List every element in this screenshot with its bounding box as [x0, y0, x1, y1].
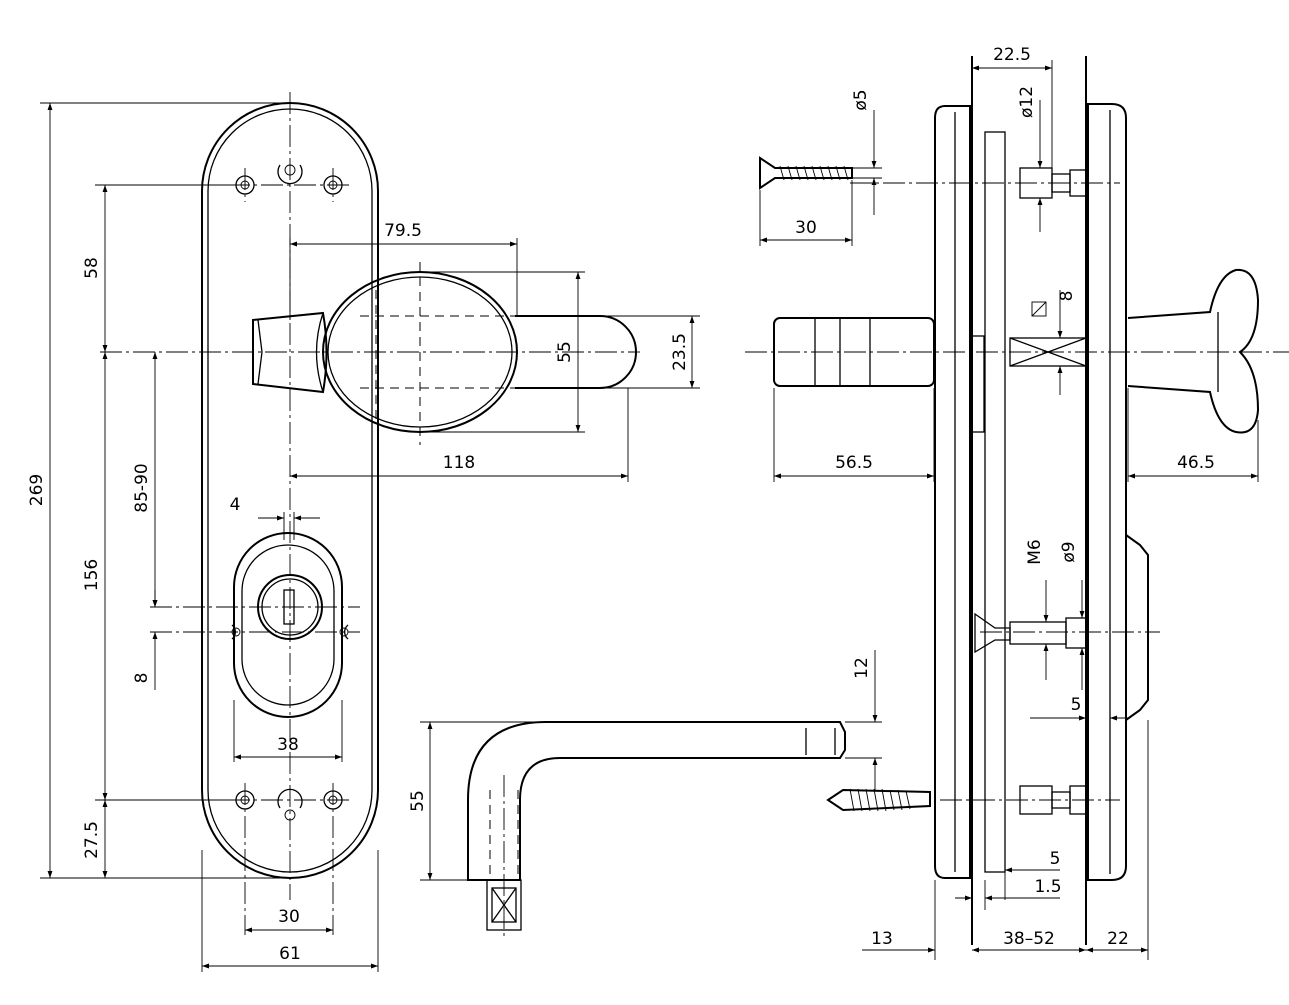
label-55-knob: 55	[555, 341, 575, 363]
label-m6: M6	[1025, 539, 1045, 564]
label-dia-9: ø9	[1059, 541, 1079, 562]
lever-handle	[467, 721, 846, 940]
dimension-lines-front	[40, 102, 700, 972]
label-85-90: 85-90	[132, 463, 152, 512]
label-56-5: 56.5	[835, 453, 873, 473]
knob-front-view	[252, 262, 637, 445]
label-27-5: 27.5	[82, 821, 102, 859]
dimension-lines-lever	[420, 650, 882, 881]
front-escutcheon-plate	[100, 92, 640, 900]
label-156: 156	[82, 559, 102, 591]
label-30-holes: 30	[278, 907, 300, 927]
label-118: 118	[443, 453, 475, 473]
label-5-insert: 5	[1050, 849, 1061, 869]
label-dia-5: ø5	[851, 89, 871, 110]
label-30-screw: 30	[795, 218, 817, 238]
label-5-bolt: 5	[1071, 695, 1082, 715]
side-view-assembly	[745, 56, 1289, 945]
label-8-cylinder: 8	[132, 673, 152, 684]
label-55-lever: 55	[408, 790, 428, 812]
dimension-labels-lever: 55 12	[408, 657, 872, 812]
label-dia-12: ø12	[1017, 86, 1037, 118]
label-38: 38	[277, 735, 299, 755]
label-22-5: 22.5	[993, 45, 1031, 65]
label-23-5: 23.5	[670, 333, 690, 371]
label-4: 4	[230, 495, 241, 515]
label-8-square: 8	[1057, 291, 1077, 302]
lower-screw-holes	[228, 783, 352, 935]
label-46-5: 46.5	[1177, 453, 1215, 473]
dimension-lines-side	[759, 60, 1259, 960]
dimension-labels-side: 22.5 ø12 ø5 30 8 56.5 46.5 M6 ø9 5 5 1.5…	[795, 45, 1215, 949]
label-38-52: 38–52	[1003, 929, 1055, 949]
label-58: 58	[82, 257, 102, 279]
label-269: 269	[27, 474, 47, 506]
label-61: 61	[279, 944, 301, 964]
label-79-5: 79.5	[384, 221, 422, 241]
label-22: 22	[1107, 929, 1129, 949]
label-12: 12	[852, 657, 872, 679]
label-1-5: 1.5	[1034, 877, 1061, 897]
dimension-labels-front: 269 58 156 27.5 85-90 8 4 38 30 61 79.5 …	[27, 221, 690, 964]
wood-screws	[759, 156, 931, 812]
label-13: 13	[871, 929, 893, 949]
cylinder-escutcheon	[150, 532, 360, 762]
